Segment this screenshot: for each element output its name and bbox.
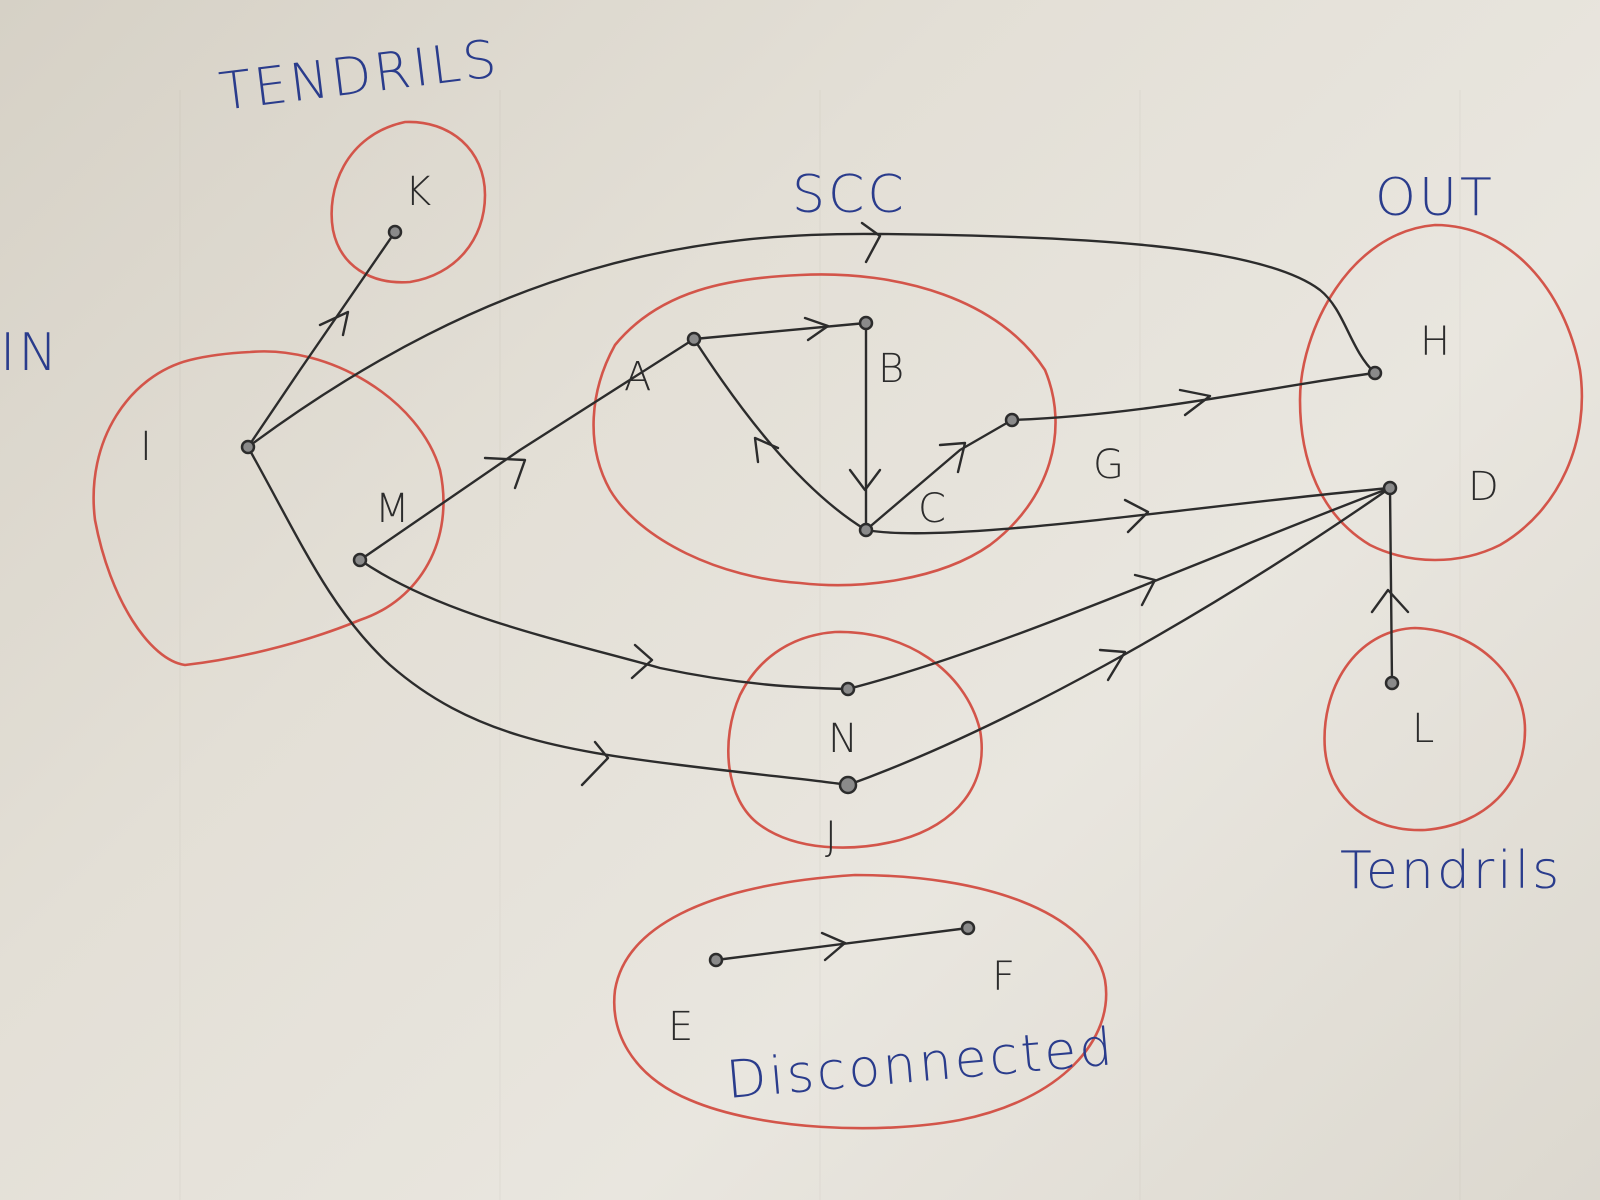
region-labels: IN TENDRILS SCC OUT Tendrils Disconnecte… bbox=[0, 29, 1562, 1111]
node-dot-h bbox=[1367, 365, 1383, 381]
node-label-m-in: M bbox=[375, 486, 410, 532]
region-label-tendrils-bottom: Tendrils bbox=[1340, 841, 1562, 901]
node-label-h: H bbox=[1420, 319, 1450, 365]
node-dot-i bbox=[240, 439, 256, 455]
arrow-m-a bbox=[483, 456, 527, 490]
region-scc bbox=[592, 273, 1057, 587]
region-tube bbox=[727, 630, 983, 849]
node-dot-m-in bbox=[352, 552, 368, 568]
edge-c-g bbox=[864, 418, 1014, 532]
edge-g-h bbox=[1010, 371, 1377, 422]
arrow-j-d bbox=[1098, 648, 1127, 682]
edge-c-d bbox=[864, 486, 1392, 535]
arrow-l-d bbox=[1370, 588, 1410, 614]
region-label-scc: SCC bbox=[792, 165, 907, 225]
node-labels: I M K A B C G H D L N J E F bbox=[140, 169, 1499, 1050]
region-tendrils-bottom bbox=[1323, 626, 1527, 832]
edge-c-a bbox=[692, 337, 868, 532]
node-dot-b bbox=[858, 315, 874, 331]
arrow-c-a bbox=[753, 436, 780, 464]
node-dot-a bbox=[686, 331, 702, 347]
node-label-i: I bbox=[140, 424, 152, 470]
edge-i-h bbox=[246, 232, 1377, 449]
arrow-e-f bbox=[820, 931, 847, 962]
region-out bbox=[1298, 223, 1584, 562]
region-label-tendrils-top: TENDRILS bbox=[216, 29, 502, 123]
node-label-d: D bbox=[1468, 464, 1499, 510]
edge-a-b bbox=[692, 321, 868, 341]
edge-i-j bbox=[246, 445, 850, 787]
node-label-f: F bbox=[992, 954, 1015, 1000]
node-label-j: J bbox=[825, 814, 837, 860]
node-label-c: C bbox=[918, 486, 946, 532]
region-label-disconnected: Disconnected bbox=[724, 1017, 1118, 1111]
node-dot-e bbox=[708, 952, 724, 968]
region-in bbox=[92, 350, 445, 667]
arrow-a-b bbox=[803, 316, 830, 342]
region-outlines bbox=[92, 120, 1584, 1130]
node-dot-g bbox=[1004, 412, 1020, 428]
paper-texture bbox=[179, 90, 1461, 1200]
node-dot-l bbox=[1384, 675, 1400, 691]
arrow-g-h bbox=[1178, 388, 1212, 417]
arrow-c-d bbox=[1123, 498, 1150, 534]
arrow-i-k bbox=[318, 310, 350, 337]
edge-n-d bbox=[846, 486, 1392, 691]
node-label-e: E bbox=[668, 1004, 693, 1050]
arrow-m-n bbox=[630, 643, 654, 680]
edge-m-a bbox=[358, 337, 696, 562]
node-label-b: B bbox=[878, 346, 904, 392]
edge-i-k bbox=[246, 230, 397, 449]
node-dot-n bbox=[840, 681, 856, 697]
node-dots bbox=[240, 224, 1400, 968]
region-label-in: IN bbox=[0, 323, 60, 383]
region-label-out: OUT bbox=[1375, 168, 1495, 228]
arrowheads bbox=[318, 221, 1410, 962]
node-dot-c bbox=[858, 522, 874, 538]
node-dot-k bbox=[387, 224, 403, 240]
region-tendrils-top bbox=[330, 120, 487, 284]
node-label-g: G bbox=[1093, 442, 1124, 488]
arrow-i-h bbox=[860, 221, 882, 264]
region-disconnected bbox=[612, 873, 1108, 1130]
node-dot-j bbox=[838, 775, 858, 795]
arrow-i-j bbox=[580, 740, 610, 787]
arrow-c-g bbox=[938, 441, 967, 474]
node-label-a: A bbox=[624, 354, 651, 400]
edge-l-d bbox=[1388, 486, 1394, 685]
node-label-n: N bbox=[828, 716, 858, 762]
arrow-b-c bbox=[848, 468, 882, 492]
edge-m-n bbox=[358, 558, 850, 691]
node-label-l: L bbox=[1412, 706, 1434, 752]
node-dot-d bbox=[1382, 480, 1398, 496]
arrow-n-d bbox=[1133, 573, 1157, 607]
node-label-k: K bbox=[405, 169, 431, 215]
edge-j-d bbox=[846, 486, 1392, 787]
node-dot-f bbox=[960, 920, 976, 936]
